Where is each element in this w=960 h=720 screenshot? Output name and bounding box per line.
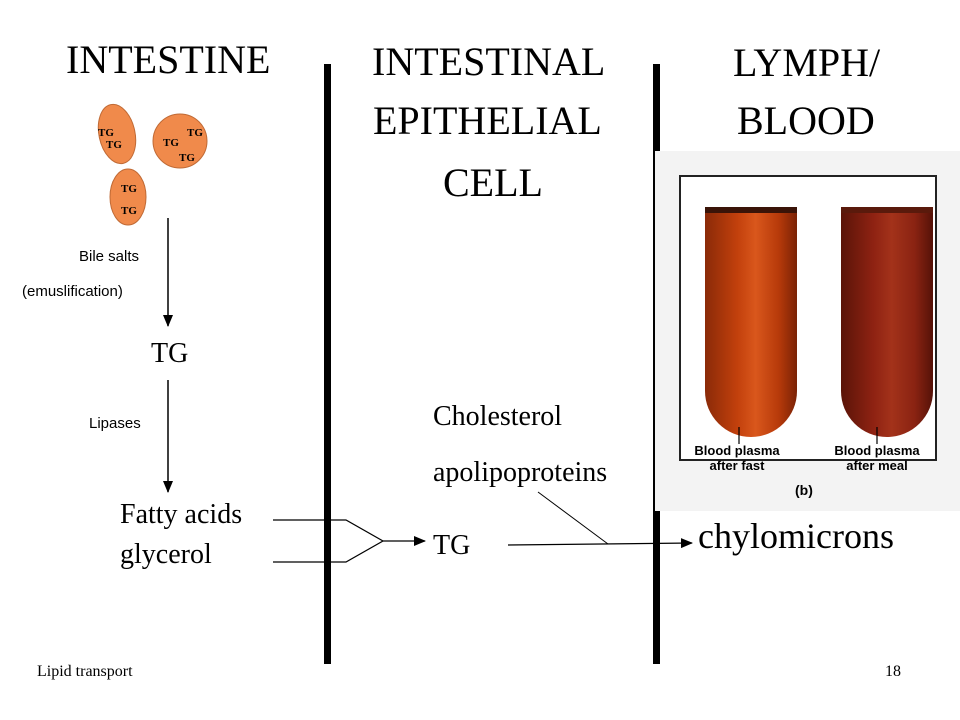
- fatty-acid-line: [273, 519, 384, 542]
- caption-after-meal-line-2: after meal: [846, 458, 908, 473]
- panel-tag: (b): [795, 482, 813, 498]
- caption-after-fast-line-1: Blood plasma: [694, 443, 780, 458]
- tg-cell-label: TG: [433, 530, 471, 561]
- droplet-3-label-1: TG: [121, 183, 137, 195]
- apolipoprotein-join-line: [537, 491, 609, 545]
- droplet-1-label-1: TG: [98, 127, 114, 139]
- tg-emulsified-label: TG: [151, 338, 189, 369]
- epithelial-header-line-3: CELL: [443, 160, 543, 205]
- divider-intestine-cell: [324, 64, 331, 664]
- emulsification-label: (emuslification): [22, 283, 123, 300]
- glycerol-line: [273, 540, 384, 563]
- droplet-2-label-1: TG: [187, 127, 203, 139]
- droplet-3: TG TG: [109, 168, 147, 226]
- to-chylomicron-arrow: [507, 538, 693, 549]
- chylomicrons-label: chylomicrons: [698, 516, 894, 556]
- bile-salts-label: Bile salts: [79, 248, 140, 265]
- blood-header-line-1: LYMPH/: [733, 40, 881, 85]
- caption-after-meal: Blood plasma after meal: [817, 443, 937, 473]
- droplet-1: TG TG: [97, 103, 137, 165]
- caption-after-meal-line-1: Blood plasma: [834, 443, 920, 458]
- apolipoproteins-label: apolipoproteins: [433, 457, 608, 488]
- tube-after-meal-meniscus: [841, 207, 933, 213]
- tube-after-fast-meniscus: [705, 207, 797, 213]
- epithelial-header-line-1: INTESTINAL: [372, 39, 606, 84]
- plasma-photo: Blood plasma after fast Blood plasma aft…: [655, 151, 960, 511]
- page-number: 18: [885, 663, 901, 680]
- droplet-2-label-3: TG: [179, 152, 195, 164]
- caption-after-fast-line-2: after fast: [709, 458, 765, 473]
- caption-after-fast: Blood plasma after fast: [677, 443, 797, 473]
- droplet-2: TG TG TG: [152, 113, 208, 169]
- tube-pointer-lines: [738, 427, 878, 444]
- intestine-header: INTESTINE: [66, 37, 271, 82]
- fatty-acids-label: Fatty acids: [120, 499, 243, 530]
- glycerol-label: glycerol: [120, 539, 212, 570]
- cholesterol-label: Cholesterol: [433, 401, 563, 432]
- epithelial-header-line-2: EPITHELIAL: [373, 98, 602, 143]
- tube-after-meal: [841, 207, 933, 437]
- droplet-2-label-2: TG: [163, 137, 179, 149]
- droplet-1-label-2: TG: [106, 139, 122, 151]
- footer-title: Lipid transport: [37, 663, 133, 680]
- blood-header-line-2: BLOOD: [737, 98, 875, 143]
- tube-after-fast: [705, 207, 797, 437]
- lipases-label: Lipases: [89, 415, 141, 432]
- plasma-photo-frame: [679, 175, 937, 461]
- droplet-3-label-2: TG: [121, 205, 137, 217]
